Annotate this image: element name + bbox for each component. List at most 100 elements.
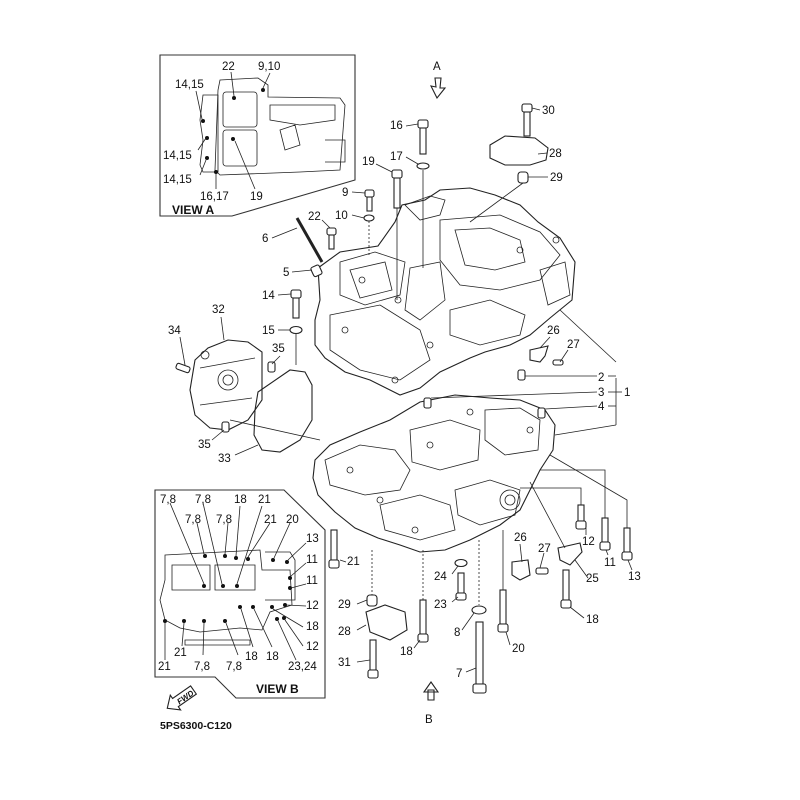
bracket-25 (557, 542, 583, 566)
dowel-pin-4 (537, 407, 546, 419)
screw-27-lower (535, 567, 549, 575)
callout-11: 11 (604, 557, 616, 569)
callout-8: 8 (454, 627, 460, 639)
callout-view-a-14-15-bottom: 14,15 (163, 174, 192, 186)
bolt-11-shank (601, 517, 609, 543)
callout-21: 21 (347, 556, 360, 568)
side-cover (189, 339, 263, 431)
callout-26-upper: 26 (547, 325, 560, 337)
callout-34: 34 (168, 325, 181, 337)
callout-10: 10 (335, 210, 348, 222)
bolt-18-right-shank (562, 569, 570, 601)
view-a-frame (159, 54, 356, 217)
callout-27-lower: 27 (538, 543, 551, 555)
callout-15: 15 (262, 325, 275, 337)
callout-view-b-7-8-b: 7,8 (195, 494, 211, 506)
view-b-frame (154, 489, 326, 699)
dowel-pin-35-lower (221, 421, 230, 433)
callout-view-b-23-24: 23,24 (288, 661, 317, 673)
washer-17 (416, 162, 430, 170)
callout-18-center: 18 (400, 646, 413, 658)
callout-1: 1 (624, 387, 630, 399)
callout-view-a-9-10: 9,10 (258, 61, 280, 73)
callout-4: 4 (598, 401, 605, 413)
callout-22: 22 (308, 211, 321, 223)
callout-28-upper: 28 (549, 148, 562, 160)
callout-view-b-18-bottom-b: 18 (266, 651, 279, 663)
washer-8 (471, 605, 487, 615)
view-a-title: VIEW A (172, 203, 215, 217)
view-b-dots (163, 554, 292, 623)
callout-view-b-7-8-e: 7,8 (194, 661, 210, 673)
hardware (175, 103, 633, 694)
view-a-inset: 22 9,10 14,15 14,15 14,15 16,17 19 VIEW … (159, 54, 356, 217)
callout-17: 17 (390, 151, 403, 163)
washer-10 (363, 214, 375, 222)
callout-31: 31 (338, 657, 351, 669)
callout-35-upper: 35 (272, 343, 285, 355)
callout-view-b-12-a: 12 (306, 600, 319, 612)
screw-34 (175, 362, 191, 374)
bolt-16-head (417, 119, 429, 129)
bolt-16-shank (419, 127, 427, 155)
callout-16: 16 (390, 120, 403, 132)
bolt-23-shank (457, 572, 465, 594)
collar-29-top (517, 171, 529, 184)
view-a-dots (201, 88, 265, 174)
callout-12: 12 (582, 536, 595, 548)
callout-2: 2 (598, 372, 604, 384)
callout-view-a-16-17: 16,17 (200, 191, 229, 203)
view-a-drawing (199, 77, 346, 176)
callout-14: 14 (262, 290, 275, 302)
dowel-pin-2 (517, 369, 526, 381)
callout-25: 25 (586, 573, 599, 585)
bolt-30-head (521, 103, 533, 113)
bolt-22-head (326, 227, 337, 236)
callout-view-b-20: 20 (286, 514, 299, 526)
bolt-9-head (364, 189, 375, 198)
bolt-13-head (621, 551, 633, 561)
callout-30: 30 (542, 105, 555, 117)
callout-view-a-14-15-mid: 14,15 (163, 150, 192, 162)
view-arrow-a: A (430, 61, 447, 100)
dowel-pin-35-upper (267, 361, 276, 373)
arrow-down-icon (430, 77, 447, 100)
callout-13: 13 (628, 571, 641, 583)
bolt-31-head (367, 669, 379, 679)
callout-35-lower: 35 (198, 439, 211, 451)
bolt-12-shank (577, 504, 585, 522)
engine-bracket-28-lower (365, 604, 408, 641)
view-b-inset: 7,8 7,8 7,8 7,8 18 21 21 20 13 11 11 12 … (154, 489, 326, 699)
callout-view-b-11-a: 11 (306, 554, 318, 566)
washer-15 (289, 325, 303, 335)
view-arrow-b: B (422, 681, 440, 726)
diagram-code: 5PS6300-C120 (160, 720, 232, 732)
callout-5: 5 (283, 267, 289, 279)
plate-26-lower (511, 559, 531, 581)
callout-view-b-21-bottom-a: 21 (158, 661, 171, 673)
callout-23: 23 (434, 599, 447, 611)
callout-view-b-7-8-f: 7,8 (226, 661, 242, 673)
bolt-21-head (328, 559, 340, 569)
view-a-leaders (195, 71, 271, 190)
collar-29-lower (366, 594, 378, 607)
bolt-31-shank (369, 639, 377, 671)
bolt-7-shank (475, 621, 484, 685)
callout-view-b-12-b: 12 (306, 641, 319, 653)
fwd-arrow-icon (166, 685, 198, 711)
callout-labels: 1 2 3 4 5 6 7 8 9 10 11 12 13 14 15 16 1… (168, 105, 641, 680)
callout-27-upper: 27 (567, 339, 580, 351)
bolt-20-head (497, 623, 509, 633)
callout-32: 32 (212, 304, 225, 316)
callout-view-b-7-8-c: 7,8 (185, 514, 201, 526)
callout-view-b-13: 13 (306, 533, 319, 545)
upper-crankcase (314, 187, 576, 396)
callout-19: 19 (362, 156, 375, 168)
callout-7: 7 (456, 668, 462, 680)
bolt-22-shank (328, 234, 335, 250)
callout-view-b-21-top-a: 21 (258, 494, 271, 506)
view-arrow-b-label: B (425, 714, 433, 726)
callout-view-b-18-top: 18 (234, 494, 247, 506)
callout-6: 6 (262, 233, 268, 245)
